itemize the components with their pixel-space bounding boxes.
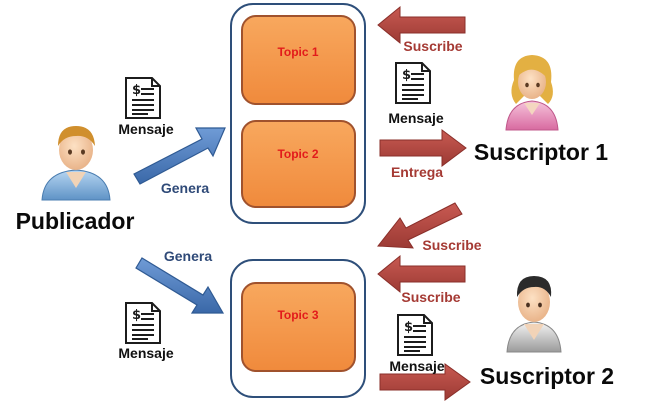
topic-2-label: Topic 2 bbox=[277, 147, 318, 161]
generate-arrow-bottom-icon bbox=[135, 257, 225, 314]
subscribe-label-1: Suscribe bbox=[403, 38, 462, 54]
publisher-person-icon bbox=[41, 126, 111, 201]
topic-3: Topic 3 bbox=[241, 282, 356, 372]
deliver-arrow-2-icon bbox=[379, 363, 471, 401]
generate-arrow-top-icon bbox=[133, 127, 226, 185]
message-label-sub2: Mensaje bbox=[389, 358, 444, 374]
message-document-icon bbox=[125, 77, 161, 119]
topic-2: Topic 2 bbox=[241, 120, 356, 208]
message-document-icon bbox=[397, 314, 433, 356]
subscriber-1-label: Suscriptor 1 bbox=[474, 139, 608, 165]
topic-3-label: Topic 3 bbox=[277, 308, 318, 322]
subscriber-2-label: Suscriptor 2 bbox=[480, 363, 614, 389]
subscribe-label-2: Suscribe bbox=[401, 289, 460, 305]
message-label-sub1: Mensaje bbox=[388, 110, 443, 126]
message-document-icon bbox=[125, 302, 161, 344]
deliver-arrow-1-icon bbox=[379, 129, 467, 167]
generate-label-bottom: Genera bbox=[164, 248, 212, 264]
topic-1: Topic 1 bbox=[241, 15, 356, 105]
publisher-label: Publicador bbox=[16, 208, 135, 234]
subscriber-1-person-icon bbox=[505, 55, 559, 131]
topic-1-label: Topic 1 bbox=[277, 45, 318, 59]
subscribe-arrow-2-icon bbox=[377, 254, 466, 294]
message-label-publisher-bottom: Mensaje bbox=[118, 345, 173, 361]
subscribe-arrow-diag-icon bbox=[377, 202, 463, 249]
subscribe-arrow-1-icon bbox=[377, 5, 466, 45]
subscriber-2-person-icon bbox=[506, 276, 562, 353]
generate-label-top: Genera bbox=[161, 180, 209, 196]
subscribe-label-diag: Suscribe bbox=[422, 237, 481, 253]
message-label-publisher-top: Mensaje bbox=[118, 121, 173, 137]
message-document-icon bbox=[395, 62, 431, 104]
deliver-label-1: Entrega bbox=[391, 164, 443, 180]
